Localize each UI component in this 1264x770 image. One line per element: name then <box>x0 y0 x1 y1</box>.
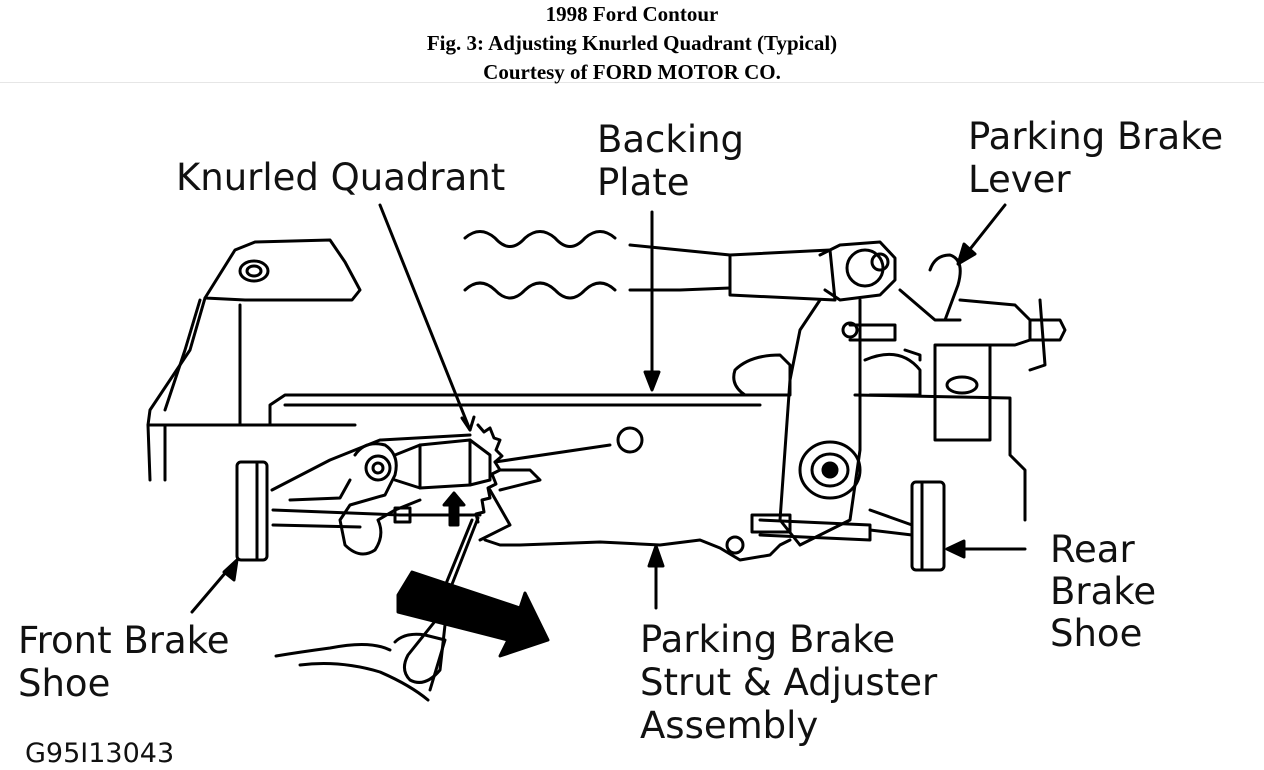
knurled-quadrant-label: Knurled Quadrant <box>176 156 506 199</box>
parking-brake-lever-drawing <box>728 240 1067 547</box>
strut-adjuster-label-line2: Strut & Adjuster <box>640 661 938 704</box>
leader-lines <box>190 203 1027 614</box>
front-brake-shoe-label-line2: Shoe <box>18 662 111 705</box>
strut-adjuster-drawing <box>270 423 792 562</box>
figure-code: G95I13043 <box>25 738 175 769</box>
backing-plate-label-line1: Backing <box>597 118 745 161</box>
backing-plate-drawing <box>146 238 1027 522</box>
front-brake-shoe-drawing <box>235 460 269 562</box>
parking-brake-lever-label-line1: Parking Brake <box>968 115 1224 158</box>
figure-header: 1998 Ford Contour Fig. 3: Adjusting Knur… <box>0 0 1264 84</box>
screwdriver-drawing <box>274 516 550 702</box>
figure-vehicle-title: 1998 Ford Contour <box>545 2 719 26</box>
figure-courtesy: Courtesy of FORD MOTOR CO. <box>483 60 781 84</box>
front-brake-shoe-label-line1: Front Brake <box>18 619 230 662</box>
strut-adjuster-label-line3: Assembly <box>640 704 819 747</box>
strut-adjuster-label-line1: Parking Brake <box>640 618 896 661</box>
figure-caption: Fig. 3: Adjusting Knurled Quadrant (Typi… <box>426 31 838 55</box>
adjust-direction-arrow <box>442 491 466 527</box>
motion-arrow <box>396 570 550 658</box>
rear-brake-shoe-label-line1: Rear <box>1050 528 1135 571</box>
rear-brake-shoe-drawing <box>750 480 946 572</box>
rear-brake-shoe-label-line3: Shoe <box>1050 612 1143 655</box>
parking-brake-lever-label-line2: Lever <box>968 158 1071 201</box>
cable-spring-drawing <box>463 230 732 300</box>
backing-plate-label-line2: Plate <box>597 161 690 204</box>
rear-brake-shoe-label-line2: Brake <box>1050 570 1157 613</box>
